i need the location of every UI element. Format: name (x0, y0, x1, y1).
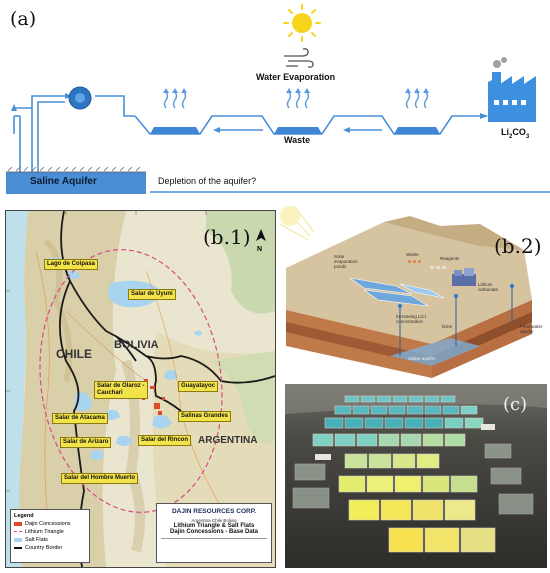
plant-icon (452, 268, 476, 286)
map-legend: Legend Dajin Concessions Lithium Triangl… (10, 509, 90, 563)
depletion-label: Depletion of the aquifer? (158, 176, 257, 186)
annotation-increasing-licl: Increasing LiCl concentration (396, 314, 426, 324)
map-label-salinas-grandes: Salinas Grandes (178, 411, 232, 422)
legend-item-triangle: Lithium Triangle (14, 528, 86, 536)
country-label-bolivia: BOLIVIA (114, 339, 159, 351)
country-label-chile: CHILE (56, 347, 92, 361)
map-label-salar-de-atacama: Salar de Atacama (52, 413, 108, 424)
sun-icon (283, 4, 321, 42)
north-arrow-icon: N (256, 229, 266, 253)
process-schematic (6, 4, 550, 194)
panel-b1-label: (b.1) (203, 225, 251, 249)
map-label-salar-del-rincon: Salar del Rincon (138, 435, 192, 446)
map-label-salar-del-hombre-muerto: Salar del Hombre Muerto (61, 473, 139, 484)
lithium-triangle-map: N (b.1) CHILE BOLIVIA ARGENTINA Lago de … (5, 210, 276, 568)
legend-title: Legend (14, 513, 34, 519)
annotation-brine: brine (442, 324, 453, 329)
map-label-lago-de-coipasa: Lago de Coipasa (44, 259, 99, 270)
legend-item-border: Country Border (14, 544, 86, 552)
annotation-waste: Waste (406, 252, 419, 257)
aerial-photo-illustration (285, 384, 547, 568)
map-label-salar-de-olaroz: Salar de Olaroz - Cauchari (94, 381, 148, 399)
legend-item-salt-flats: Salt Flats (14, 536, 86, 544)
factory-icon (488, 57, 536, 122)
annotation-ponds: Solar evaporation ponds (334, 254, 358, 269)
map-label-guayatayoc: Guayatayoc (178, 381, 219, 392)
water-evaporation-label: Water Evaporation (256, 72, 336, 82)
waste-label: Waste (284, 135, 311, 145)
panel-a-label: (a) (10, 8, 37, 30)
aerial-photo-evaporation-ponds: (c) (285, 384, 547, 568)
map-label-salar-de-uyuni: Salar de Uyuni (128, 289, 176, 300)
evaporation-arrows-icon (163, 88, 429, 109)
map-region: Argentina Chile Bolivia (191, 518, 237, 523)
annotation-lithium-carbonate: Lithium carbonate (478, 282, 499, 292)
map-subtitle: Dajin Concessions - Base Data (169, 529, 259, 535)
country-label-argentina: ARGENTINA (198, 435, 258, 446)
annotation-saline-aquifer: Saline aquifer (408, 356, 436, 361)
map-label-salar-de-arizaro: Salar de Arizaro (60, 437, 112, 448)
annotation-freshwater-aquifer: Freshwater aquifer (520, 324, 543, 334)
legend-item-concessions: Dajin Concessions (14, 520, 86, 528)
sun-glow-icon (280, 206, 315, 241)
svg-text:N: N (257, 246, 262, 253)
saline-aquifer-label: Saline Aquifer (30, 176, 97, 187)
panel-b2-label: (b.2) (494, 234, 542, 258)
block-diagram-illustration (280, 206, 532, 378)
pump-icon (68, 86, 92, 110)
company-name: DAJIN RESOURCES CORP. (171, 508, 257, 515)
block-diagram: (b.2) Solar evaporation ponds Waste Reag… (280, 206, 546, 378)
wind-icon (284, 48, 314, 68)
map-title-block: DAJIN RESOURCES CORP. Argentina Chile Bo… (156, 503, 272, 563)
product-label: Li2CO3 (501, 127, 530, 140)
panel-c-label: (c) (503, 394, 528, 415)
annotation-reagents: Reagents (440, 256, 460, 261)
map-title: Lithium Triangle & Salt Flats (173, 523, 255, 529)
